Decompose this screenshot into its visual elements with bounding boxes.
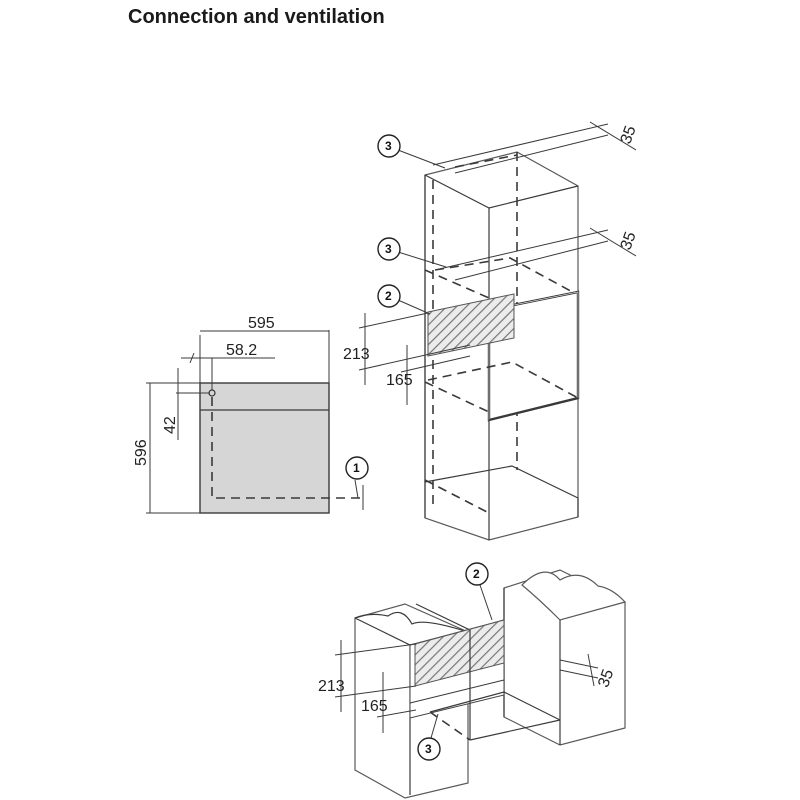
opening-height-label: 213 bbox=[343, 346, 370, 363]
callout-circle bbox=[345, 456, 369, 480]
callout-circle bbox=[465, 562, 489, 586]
mid-gap-label: 35 bbox=[618, 230, 640, 253]
base-ventilation-opening bbox=[414, 619, 505, 687]
base-opening-offset-label: 165 bbox=[361, 698, 388, 715]
base-callout-2-label: 2 bbox=[473, 567, 480, 581]
callout-circle bbox=[417, 737, 441, 761]
tall-cabinet-view: 35 35 213 165 3 3 2 bbox=[343, 121, 640, 541]
base-opening-height-label: 213 bbox=[318, 678, 345, 695]
cable-route bbox=[211, 397, 363, 499]
callout-circle bbox=[377, 134, 401, 158]
height-label: 596 bbox=[133, 439, 150, 466]
upper-shelf-edge bbox=[424, 269, 490, 299]
width-label: 595 bbox=[248, 315, 275, 332]
opening-offset-label: 165 bbox=[386, 372, 413, 389]
callout-1-label: 1 bbox=[353, 461, 360, 475]
ventilation-opening bbox=[427, 293, 515, 357]
socket-offset-label: 58.2 bbox=[226, 342, 257, 359]
page-title: Connection and ventilation bbox=[128, 6, 385, 28]
appliance-front-view: 595 58.2 596 42 1 bbox=[133, 315, 369, 514]
base-callout-3-label: 3 bbox=[425, 742, 432, 756]
callout-2-label: 2 bbox=[385, 289, 392, 303]
socket-height-label: 42 bbox=[162, 416, 179, 434]
callout-circle bbox=[377, 237, 401, 261]
callout-circle bbox=[377, 284, 401, 308]
callout-3-mid-label: 3 bbox=[385, 242, 392, 256]
base-gap-label: 35 bbox=[595, 667, 617, 690]
base-unit-view: 35 213 165 2 3 bbox=[318, 562, 627, 799]
top-gap-label: 35 bbox=[618, 124, 640, 147]
callout-3-top-label: 3 bbox=[385, 139, 392, 153]
appliance-front bbox=[199, 382, 330, 514]
